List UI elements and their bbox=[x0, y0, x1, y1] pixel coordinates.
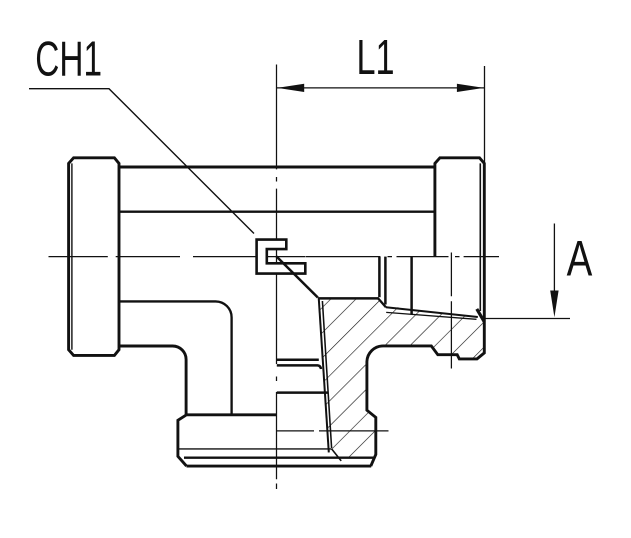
svg-text:CH1: CH1 bbox=[35, 31, 102, 86]
svg-text:L1: L1 bbox=[357, 30, 395, 84]
svg-text:A: A bbox=[567, 232, 593, 287]
